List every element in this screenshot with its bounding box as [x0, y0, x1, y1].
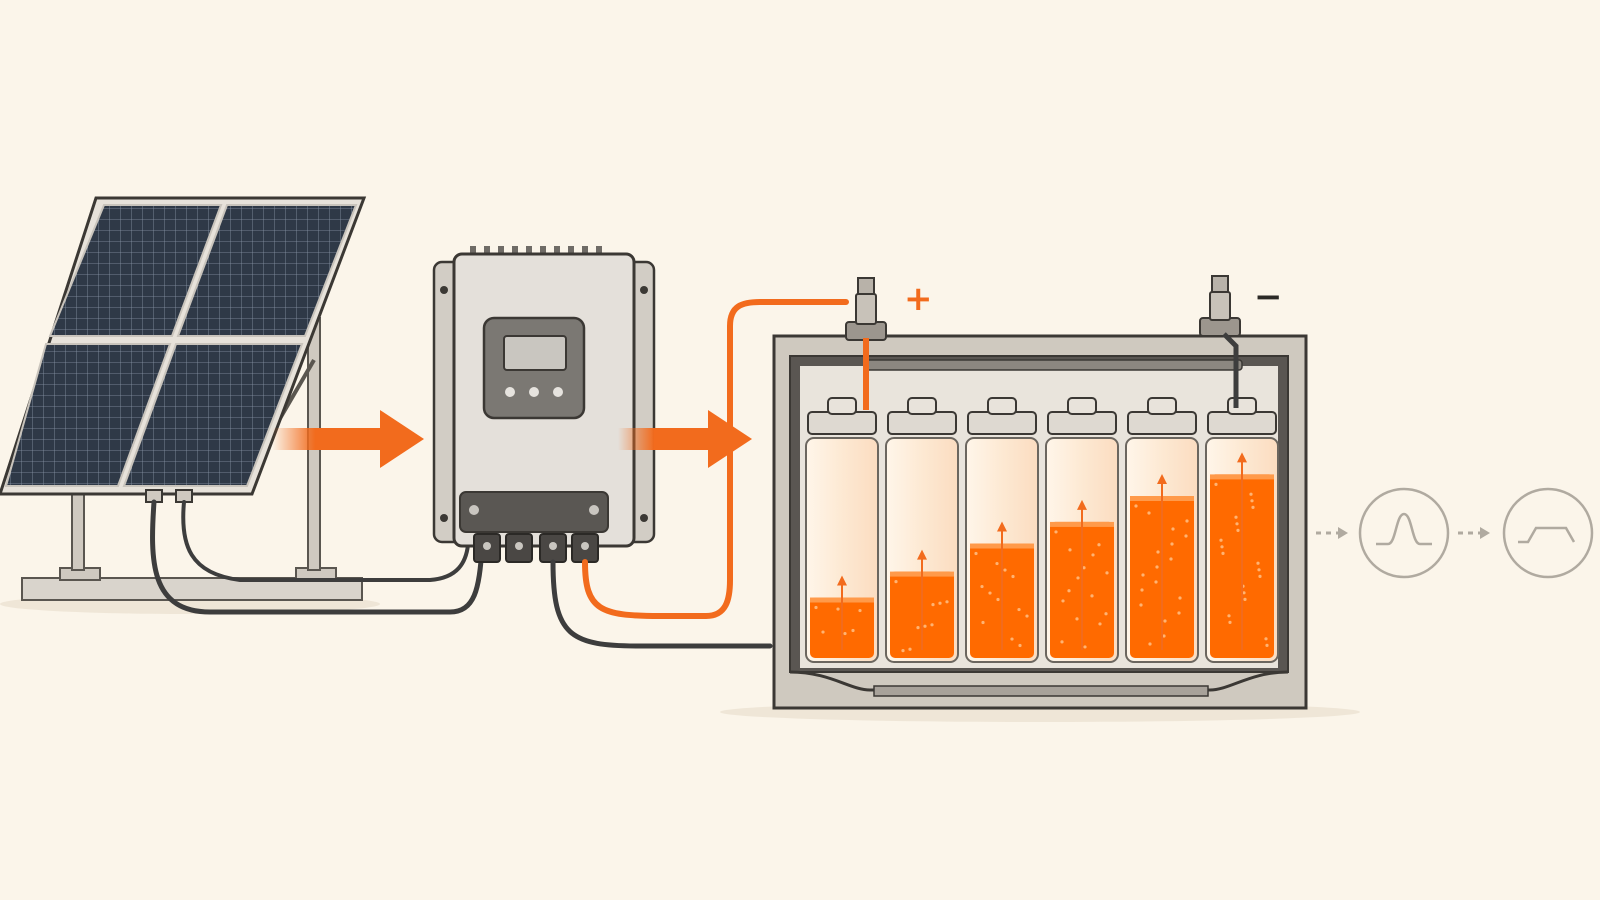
- battery-cell: [1125, 397, 1199, 663]
- controller-button: [505, 387, 515, 397]
- battery-cell: [965, 397, 1039, 663]
- waveform-sequence: [1316, 487, 1594, 579]
- negative-terminal-label: −: [1254, 277, 1283, 317]
- controller-button: [529, 387, 539, 397]
- charge-controller-icon: [432, 246, 656, 563]
- pulse-wave-icon: [1358, 487, 1450, 579]
- panel-wires: [150, 499, 485, 615]
- battery-cell: [885, 397, 959, 663]
- battery-cell: [805, 397, 879, 663]
- battery-cell: [1205, 397, 1279, 663]
- arrow-right-icon: [272, 410, 424, 468]
- positive-terminal: [845, 277, 887, 410]
- controller-screen: [503, 335, 567, 371]
- arrow-right-icon: [618, 410, 752, 468]
- battery-wires: [550, 299, 849, 649]
- controller-button: [553, 387, 563, 397]
- battery-cells: [805, 397, 1279, 663]
- solar-panel-icon: [0, 196, 367, 601]
- positive-terminal-label: +: [904, 279, 933, 319]
- battery-cell: [1045, 397, 1119, 663]
- negative-terminal: [1199, 275, 1241, 408]
- flat-top-wave-icon: [1502, 487, 1594, 579]
